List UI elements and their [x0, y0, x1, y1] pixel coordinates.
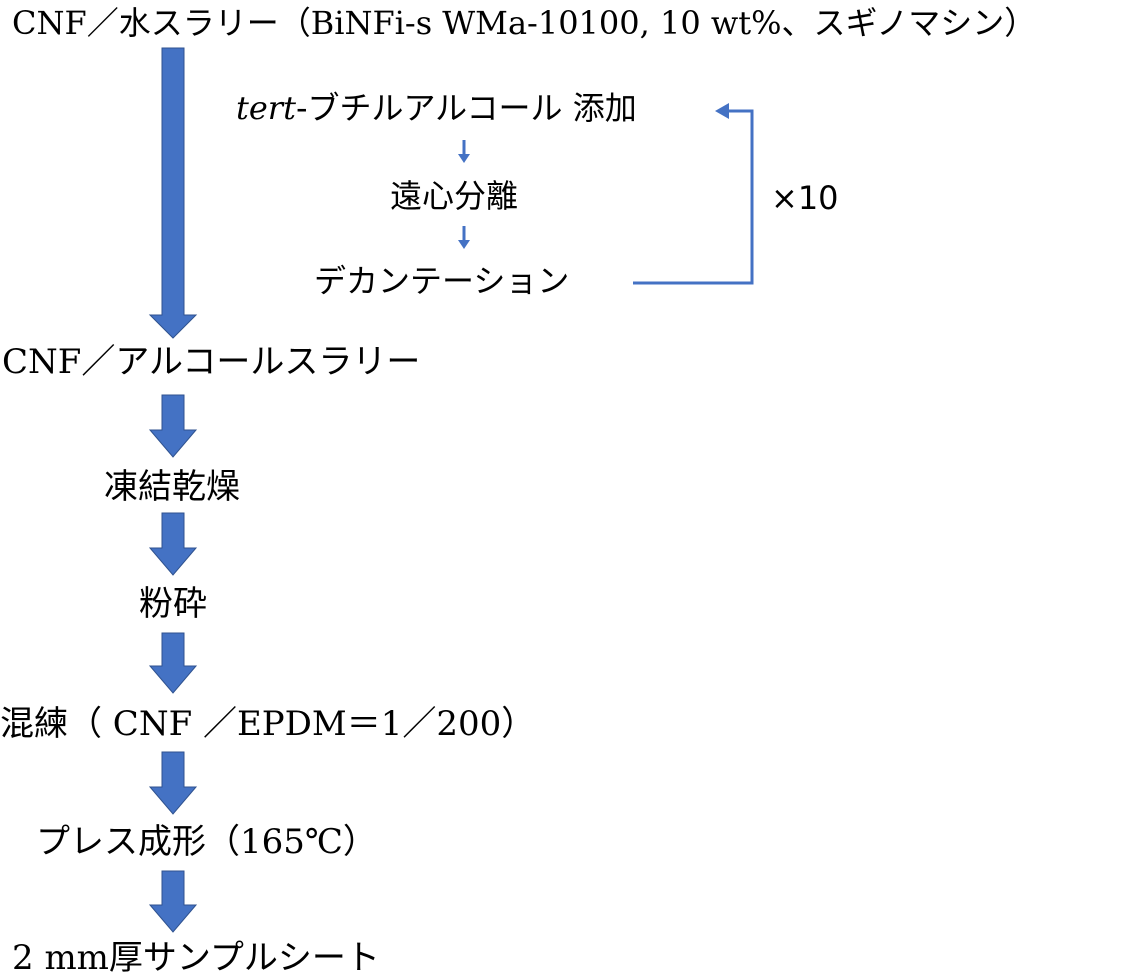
arrow-alcohol-to-freeze: [148, 394, 198, 458]
arrow-press-to-sheet: [148, 870, 198, 933]
step-water-slurry: CNF／水スラリー（BiNFi-s WMa-10100, 10 wt%、スギノマ…: [12, 4, 1037, 42]
arrow-grind-to-knead: [148, 632, 198, 694]
tert-prefix: tert: [236, 89, 296, 127]
step-sample-sheet: 2 mm厚サンプルシート: [12, 938, 380, 978]
main-flow-arrow: [148, 47, 198, 339]
step-freeze-dry: 凍結乾燥: [104, 467, 240, 507]
arrow-freeze-to-grind: [148, 512, 198, 576]
step-alcohol-slurry: CNF／アルコールスラリー: [2, 342, 421, 382]
step-centrifuge: 遠心分離: [390, 177, 519, 215]
repeat-count-label: ×10: [771, 179, 839, 217]
step-press-forming: プレス成形（165℃）: [36, 822, 377, 862]
arrow-add-to-centrifuge: [458, 140, 470, 163]
step-add-tert-butyl-alcohol: tert-ブチルアルコール 添加: [236, 92, 637, 124]
step-decantation: デカンテーション: [314, 262, 570, 300]
arrow-knead-to-press: [148, 751, 198, 815]
step-knead: 混練（ CNF ／EPDM＝1／200）: [0, 704, 536, 744]
butyl-alcohol-label: -ブチルアルコール 添加: [295, 89, 637, 127]
repeat-loop-connector: [633, 103, 754, 285]
step-grind: 粉砕: [139, 584, 207, 624]
arrow-centrifuge-to-decant: [458, 226, 470, 249]
